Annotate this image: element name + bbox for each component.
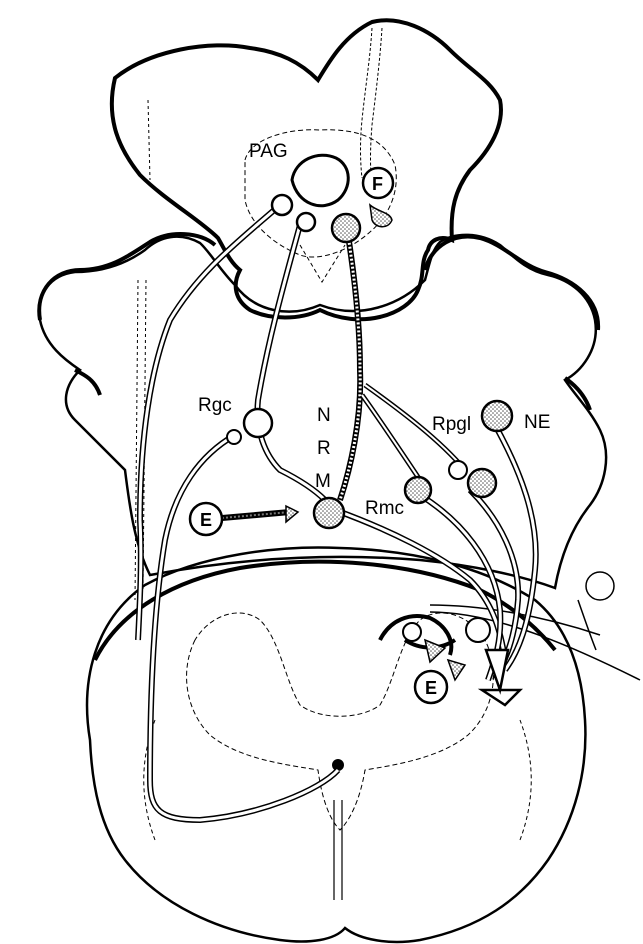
dorsal-horn-terminal-2 — [446, 658, 467, 682]
e-to-nrm-axon — [221, 509, 291, 521]
e-neuron-lower — [413, 669, 449, 705]
nrm-neuron — [312, 496, 346, 530]
e-neuron-left-terminal — [285, 504, 300, 524]
spinal-cord-outline — [85, 546, 587, 944]
label-pag: PAG — [249, 141, 288, 162]
rmc-collateral-2-core — [364, 384, 466, 471]
dorsal-horn-neuron — [465, 617, 491, 643]
dorsal-midline-tract — [360, 27, 373, 179]
dorsal-root-fibers — [429, 604, 641, 681]
ne-bundle-1-core — [493, 424, 538, 671]
midbrain-left-dotted-line — [147, 99, 151, 181]
rgc-to-cord-fiber-core — [148, 433, 340, 822]
rmc-neuron-1 — [403, 475, 433, 505]
pag-to-rmc-fiber-core — [338, 234, 362, 501]
pag-neuron-right — [330, 212, 362, 244]
label-rpgl: Rpgl — [432, 414, 471, 435]
label-e-lower: E — [425, 678, 437, 698]
label-nrm-m: M — [315, 471, 331, 492]
labels: PAG F Rgc N R M Rpgl NE Rmc E E — [198, 141, 550, 698]
medulla-top-bold-edge — [37, 232, 217, 321]
dorsal-horn-neuron-2 — [402, 622, 422, 642]
dorsal-root-ganglion-stalk — [577, 599, 597, 651]
dorsal-horn-terminal-1 — [423, 638, 447, 664]
label-nrm-n: N — [317, 405, 331, 426]
rpgl-neuron — [466, 467, 498, 499]
e-neuron-left — [188, 501, 224, 537]
pag-to-rmc-fiber — [337, 234, 364, 501]
central-canal — [332, 759, 344, 771]
neuron-bodies — [188, 166, 524, 707]
spinal-cord-section — [85, 546, 641, 944]
rgc-neuron — [242, 407, 274, 439]
rmc-neuron-2 — [448, 460, 468, 480]
pag-neuron-left — [270, 193, 294, 217]
label-f: F — [372, 174, 383, 194]
e-to-nrm-axon-core — [221, 511, 291, 519]
label-ne: NE — [524, 412, 550, 433]
pag-to-nrm-fiber — [254, 224, 328, 503]
rgc-neuron-small — [226, 429, 242, 445]
pag-to-rgc-fiber-core — [136, 203, 281, 641]
pag-neuron-middle — [295, 211, 317, 233]
midbrain-section — [109, 18, 503, 322]
f-neuron — [361, 166, 395, 200]
pag-region-outline — [244, 129, 397, 258]
ventral-fissure — [333, 800, 343, 900]
medulla-left-dotted-line — [134, 279, 139, 601]
cerebral-aqueduct — [290, 153, 350, 208]
label-rgc: Rgc — [198, 395, 232, 416]
midbrain-outline — [109, 18, 503, 322]
ventral-v-shape — [299, 244, 346, 283]
medulla-right-bold-edge — [423, 234, 601, 331]
rmc-collateral-1-core — [361, 394, 421, 481]
large-arrow-terminal — [477, 648, 524, 707]
spinal-cord-dorsal-bold-edge — [93, 559, 557, 661]
ne-neuron — [480, 399, 514, 433]
dorsal-midline-tract-2 — [370, 27, 383, 186]
label-nrm-r: R — [317, 438, 331, 459]
left-notch — [74, 368, 102, 396]
f-neuron-terminal — [368, 203, 393, 228]
rgc-to-cord-fiber — [146, 432, 341, 824]
dorsal-root-ganglion — [585, 571, 615, 601]
right-notch — [563, 376, 592, 411]
label-e-left: E — [200, 510, 212, 530]
label-rmc: Rmc — [365, 498, 404, 519]
